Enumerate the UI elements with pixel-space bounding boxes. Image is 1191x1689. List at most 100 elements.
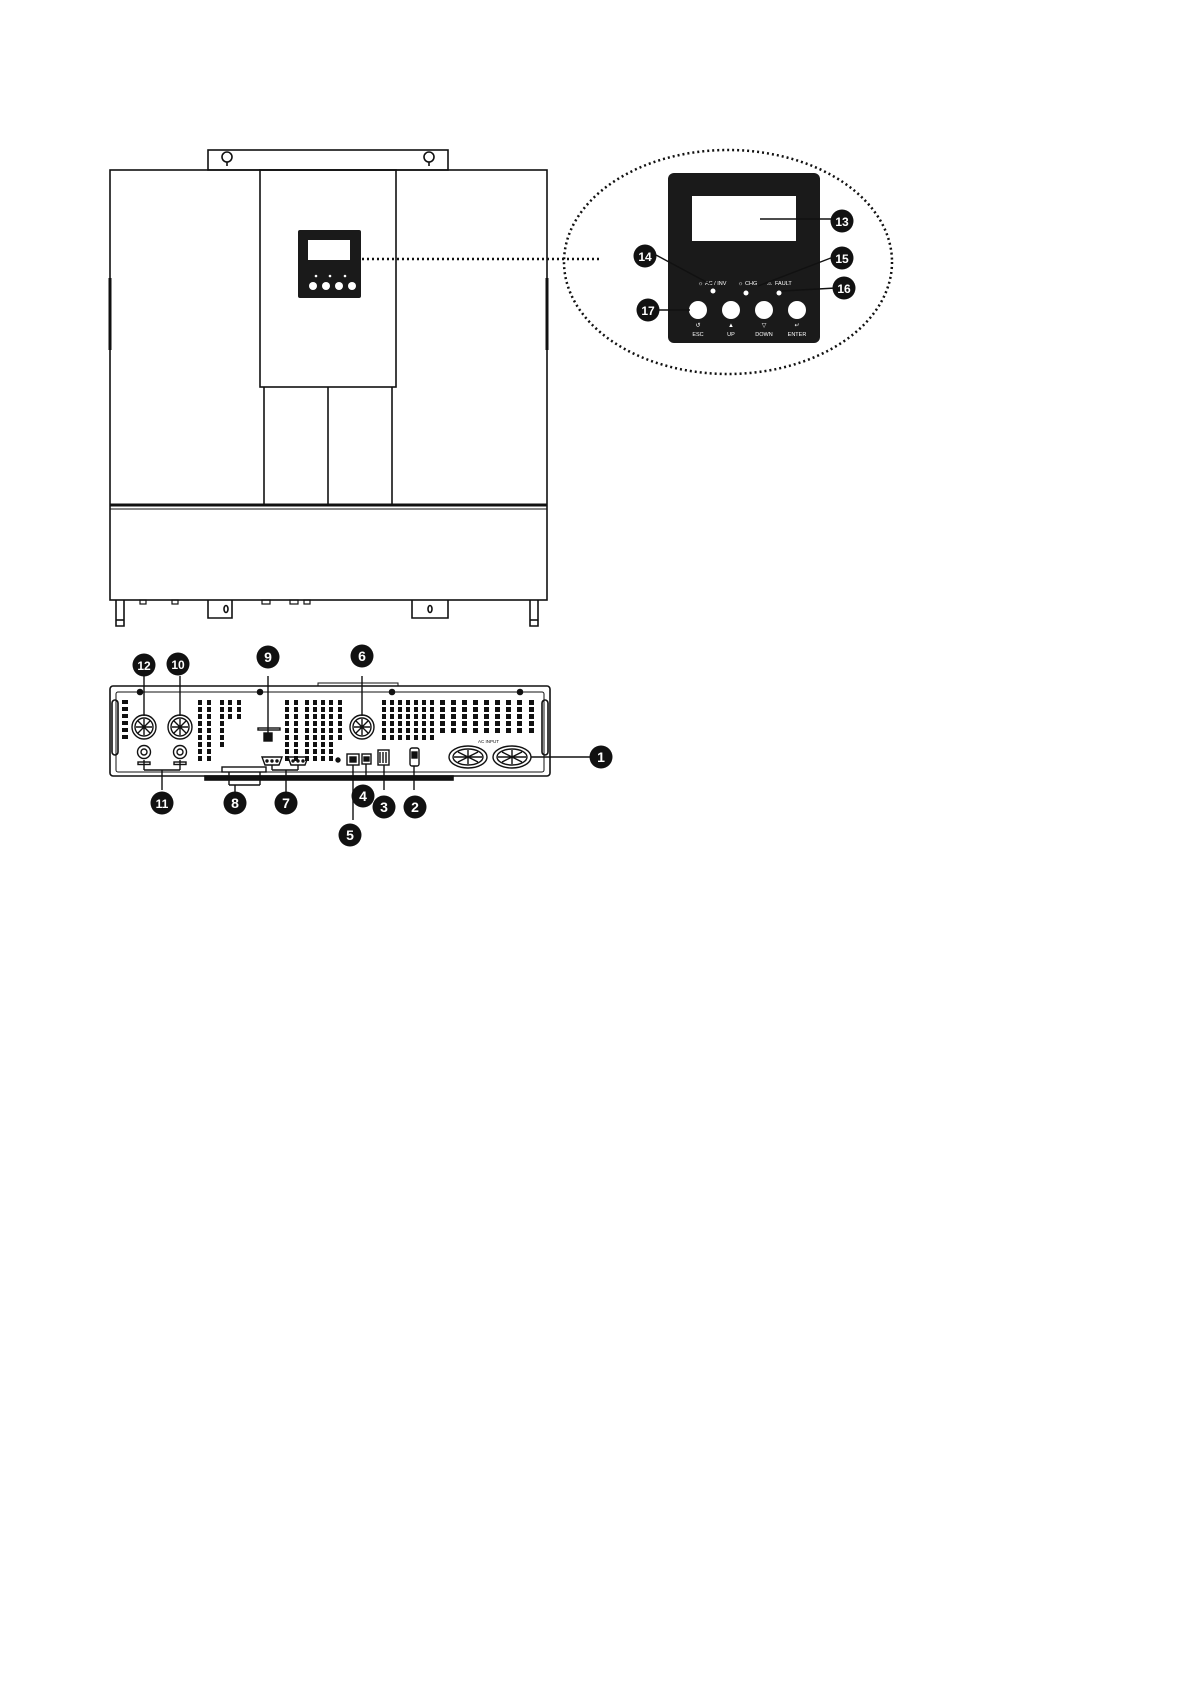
vent-slot	[495, 714, 500, 719]
vent-slot	[329, 749, 333, 754]
vent-slot	[406, 700, 410, 705]
vent-slot	[451, 714, 456, 719]
vent-slot	[517, 721, 522, 726]
callout-number: 1	[597, 749, 605, 765]
vent-slot	[220, 714, 224, 719]
esc-button[interactable]	[689, 301, 707, 319]
vent-slot	[382, 700, 386, 705]
vent-slot	[338, 700, 342, 705]
vent-slot	[451, 728, 456, 733]
callout-17: 17	[637, 299, 660, 322]
callout-2: 2	[404, 796, 427, 819]
rear-top-rail	[318, 683, 398, 686]
callout-number: 7	[282, 795, 290, 811]
vent-slot	[207, 707, 211, 712]
vent-slot	[237, 700, 241, 705]
vent-slot	[462, 714, 467, 719]
vent-slot	[122, 714, 128, 718]
vent-slot	[451, 707, 456, 712]
vent-slot	[517, 707, 522, 712]
callout-number: 8	[231, 795, 239, 811]
vent-slot	[294, 728, 298, 733]
led-ac-inv	[711, 289, 716, 294]
vent-slot	[430, 707, 434, 712]
vent-slot	[517, 714, 522, 719]
vent-slot	[390, 735, 394, 740]
vent-slot	[305, 735, 309, 740]
vent-slot	[198, 728, 202, 733]
vent-slot	[382, 707, 386, 712]
top-mounting-bracket	[208, 150, 448, 170]
fan-6-icon	[350, 715, 374, 739]
vent-slot	[329, 756, 333, 761]
callout-number: 12	[137, 659, 151, 673]
zoomed-control-panel: ☼ AC / INV ☼ CHG ⚠ FAULT ↺ ▲ ▽ ↵ ESC UP …	[668, 173, 820, 343]
vent-slot	[220, 742, 224, 747]
vent-slot	[329, 742, 333, 747]
vent-slot	[294, 749, 298, 754]
vent-slot	[321, 700, 325, 705]
vent-slot	[207, 721, 211, 726]
callout-4: 4	[352, 785, 375, 808]
vent-slot	[406, 714, 410, 719]
vent-slot	[220, 728, 224, 733]
vent-slot	[422, 728, 426, 733]
callout-number: 13	[835, 215, 849, 229]
vent-slot	[237, 707, 241, 712]
vent-slot	[198, 735, 202, 740]
up-button[interactable]	[722, 301, 740, 319]
vent-slot	[198, 714, 202, 719]
enter-button[interactable]	[788, 301, 806, 319]
vent-slot	[122, 721, 128, 725]
vent-slot	[313, 721, 317, 726]
callout-number: 14	[638, 250, 652, 264]
vent-slot	[462, 707, 467, 712]
up-icon: ▲	[728, 323, 734, 329]
vent-slot	[220, 721, 224, 726]
vent-slot	[305, 721, 309, 726]
vent-slot	[398, 700, 402, 705]
vent-slot	[321, 728, 325, 733]
vent-slot	[484, 700, 489, 705]
vent-slot	[313, 735, 317, 740]
vent-slot	[473, 721, 478, 726]
vent-slot	[321, 714, 325, 719]
vent-slot	[294, 714, 298, 719]
vent-slot	[529, 721, 534, 726]
led-chg	[744, 291, 749, 296]
vent-slot	[529, 728, 534, 733]
vent-slot	[294, 707, 298, 712]
vent-slot	[207, 714, 211, 719]
vent-slot	[237, 714, 241, 719]
vent-slot	[462, 728, 467, 733]
dip-switch-9	[264, 733, 272, 741]
vent-slot	[440, 700, 445, 705]
vent-slot	[305, 707, 309, 712]
down-button[interactable]	[755, 301, 773, 319]
callout-9: 9	[257, 646, 280, 669]
vent-slot	[329, 721, 333, 726]
callout-number: 5	[346, 827, 354, 843]
vent-slot	[228, 714, 232, 719]
callout-15: 15	[831, 247, 854, 270]
vent-slot	[321, 742, 325, 747]
vent-slot	[329, 735, 333, 740]
vent-slot	[122, 728, 128, 732]
vent-slot	[338, 735, 342, 740]
vent-slot	[390, 728, 394, 733]
vent-slot	[285, 728, 289, 733]
vent-slot	[285, 735, 289, 740]
vent-slot	[473, 707, 478, 712]
front-lcd-panel	[298, 230, 361, 298]
vent-slot	[495, 707, 500, 712]
vent-slot	[484, 714, 489, 719]
vent-slot	[313, 714, 317, 719]
vent-slot	[313, 700, 317, 705]
vent-slot	[329, 728, 333, 733]
vent-slot	[198, 756, 202, 761]
callout-number: 17	[641, 304, 655, 318]
vent-slot	[414, 700, 418, 705]
vent-slot	[207, 700, 211, 705]
vent-slot	[207, 735, 211, 740]
vent-slot	[220, 700, 224, 705]
